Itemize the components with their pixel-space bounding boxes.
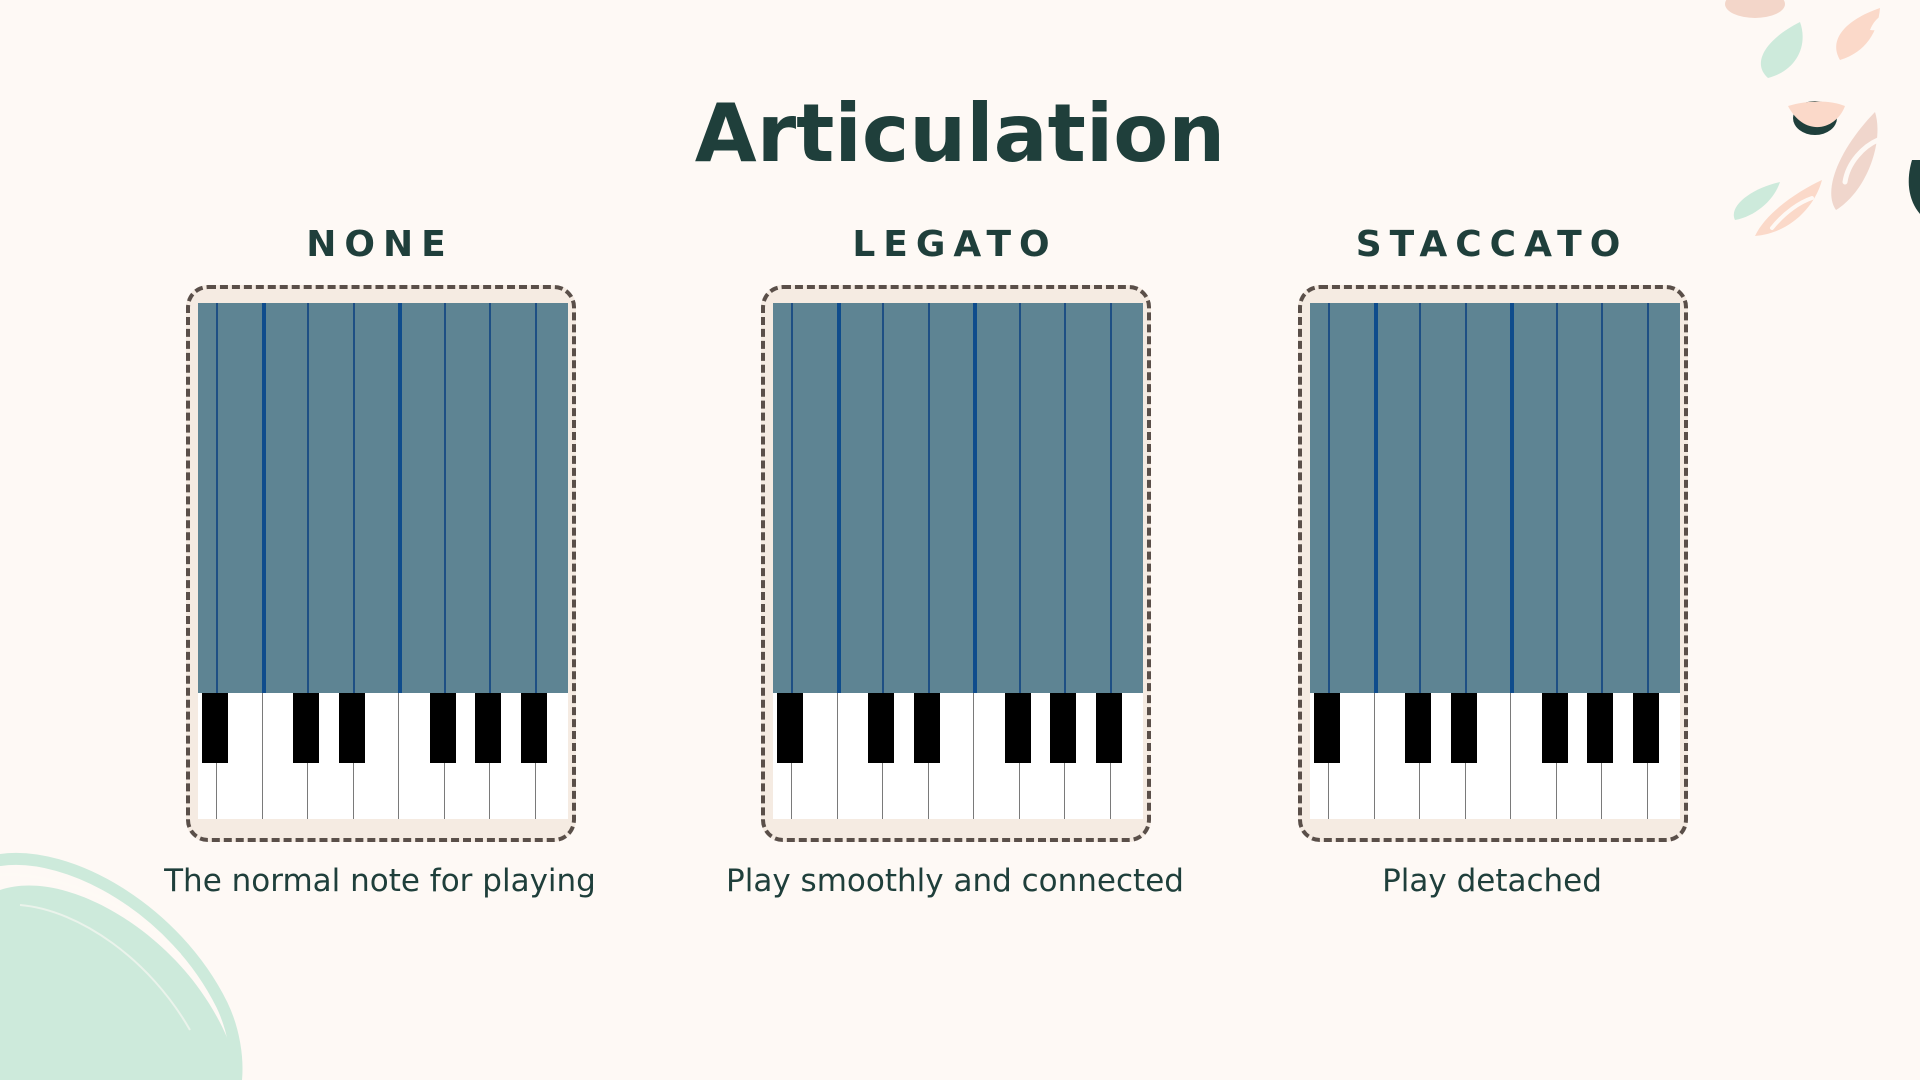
- piano-roll-frame: [186, 285, 576, 842]
- card-heading: NONE: [306, 224, 454, 265]
- roll-grid-line: [837, 303, 841, 693]
- black-key: [202, 693, 228, 763]
- black-key: [293, 693, 319, 763]
- roll-grid-line: [1465, 303, 1467, 693]
- roll-grid-line: [1110, 303, 1112, 693]
- roll-grid-line: [1510, 303, 1514, 693]
- black-key: [1005, 693, 1031, 763]
- black-key: [339, 693, 365, 763]
- piano-roll-frame: [761, 285, 1151, 842]
- piano-roll-grid: [773, 303, 1143, 693]
- roll-grid-line: [353, 303, 355, 693]
- roll-grid-line: [1328, 303, 1330, 693]
- card-heading: LEGATO: [852, 224, 1058, 265]
- piano-roll-frame: [1298, 285, 1688, 842]
- roll-grid-line: [1556, 303, 1558, 693]
- articulation-card-staccato: STACCATO Play detached: [1232, 220, 1752, 920]
- card-heading: STACCATO: [1355, 224, 1629, 265]
- piano-roll-grid: [1310, 303, 1680, 693]
- roll-grid-line: [791, 303, 793, 693]
- roll-grid-line: [973, 303, 977, 693]
- black-key: [777, 693, 803, 763]
- black-key: [1542, 693, 1568, 763]
- black-key: [475, 693, 501, 763]
- card-caption: The normal note for playing: [164, 863, 596, 899]
- roll-grid-line: [1019, 303, 1021, 693]
- roll-grid-line: [489, 303, 491, 693]
- slide-title: Articulation: [694, 87, 1226, 180]
- black-key: [1050, 693, 1076, 763]
- white-key-divider: [1510, 693, 1511, 819]
- roll-grid-line: [928, 303, 930, 693]
- white-key-divider: [398, 693, 399, 819]
- black-key: [430, 693, 456, 763]
- card-caption: Play detached: [1382, 863, 1602, 899]
- black-key: [1096, 693, 1122, 763]
- piano-keyboard-icon: [1310, 693, 1680, 819]
- paint-splatter-decoration: [1725, 0, 1920, 236]
- black-key: [521, 693, 547, 763]
- black-key: [1451, 693, 1477, 763]
- roll-grid-line: [1419, 303, 1421, 693]
- piano-keyboard-icon: [773, 693, 1143, 819]
- card-caption: Play smoothly and connected: [726, 863, 1184, 899]
- roll-grid-line: [1064, 303, 1066, 693]
- articulation-card-legato: LEGATO Play smoothly and connected: [695, 220, 1215, 920]
- black-key: [1314, 693, 1340, 763]
- brush-stroke-decoration: [0, 852, 243, 1080]
- roll-grid-line: [882, 303, 884, 693]
- black-key: [1633, 693, 1659, 763]
- white-key-divider: [262, 693, 263, 819]
- roll-grid-line: [1601, 303, 1603, 693]
- roll-grid-line: [444, 303, 446, 693]
- black-key: [914, 693, 940, 763]
- white-key-divider: [1374, 693, 1375, 819]
- white-key-divider: [837, 693, 838, 819]
- piano-keyboard-icon: [198, 693, 568, 819]
- black-key: [868, 693, 894, 763]
- black-key: [1587, 693, 1613, 763]
- roll-grid-line: [1647, 303, 1649, 693]
- roll-grid-line: [535, 303, 537, 693]
- roll-grid-line: [262, 303, 266, 693]
- white-key-divider: [973, 693, 974, 819]
- roll-grid-line: [307, 303, 309, 693]
- roll-grid-line: [1374, 303, 1378, 693]
- black-key: [1405, 693, 1431, 763]
- piano-roll-grid: [198, 303, 568, 693]
- roll-grid-line: [398, 303, 402, 693]
- articulation-card-none: NONE The normal note for playing: [120, 220, 640, 920]
- roll-grid-line: [216, 303, 218, 693]
